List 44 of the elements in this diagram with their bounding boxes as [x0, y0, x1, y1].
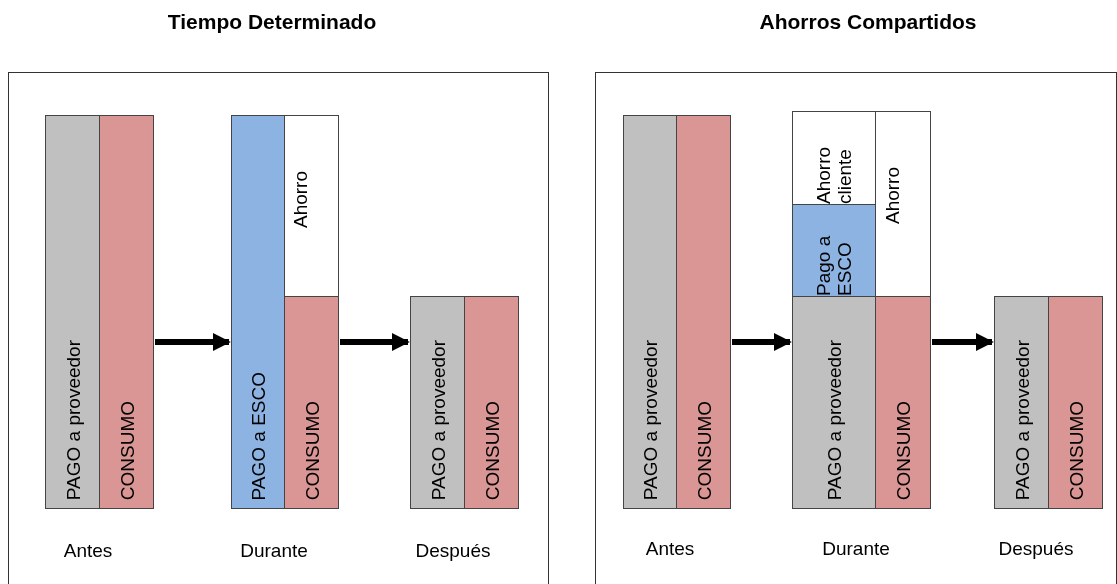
- esco-payment-bar: [792, 204, 876, 297]
- bar-label: CONSUMO: [1066, 400, 1087, 500]
- bar-label: PAGO a proveedor: [640, 339, 661, 500]
- savings-bar: [284, 115, 339, 297]
- bar-label: PAGO a proveedor: [1012, 339, 1033, 500]
- payment-bar: [994, 296, 1049, 509]
- consumption-bar: [875, 296, 931, 509]
- bar-label: CONSUMO: [117, 400, 138, 500]
- stage-label: Antes: [645, 538, 695, 560]
- arrow: [340, 333, 410, 351]
- bar-label: Ahorro: [882, 167, 904, 225]
- stage-label: Después: [415, 540, 491, 562]
- savings-bar: [792, 111, 876, 205]
- panel-title: Tiempo Determinado: [167, 10, 377, 34]
- panel-title: Ahorros Compartidos: [759, 10, 977, 34]
- bar-label: PAGO a proveedor: [824, 339, 845, 500]
- savings-bar: [875, 111, 931, 297]
- stage-label: Durante: [822, 538, 890, 560]
- consumption-bar: [464, 296, 519, 509]
- payment-bar: [45, 115, 100, 509]
- bar-label: CONSUMO: [893, 400, 914, 500]
- bar-label: PAGO a proveedor: [428, 339, 449, 500]
- bar-label: CONSUMO: [482, 400, 503, 500]
- stage-label: Después: [998, 538, 1074, 560]
- payment-bar: [410, 296, 465, 509]
- arrow: [732, 333, 792, 351]
- consumption-bar: [1048, 296, 1103, 509]
- arrow: [155, 333, 231, 351]
- bar-label: Pago a ESCO: [813, 234, 856, 296]
- esco-payment-bar: [231, 115, 285, 509]
- stage-label: Durante: [240, 540, 308, 562]
- payment-bar: [623, 115, 677, 509]
- bar-label: PAGO a proveedor: [63, 339, 84, 500]
- bar-label: PAGO a ESCO: [248, 371, 269, 500]
- arrow: [932, 333, 994, 351]
- bar-label: Ahorro: [290, 171, 312, 229]
- payment-bar: [792, 296, 876, 509]
- bar-label: CONSUMO: [694, 400, 715, 500]
- consumption-bar: [676, 115, 731, 509]
- bar-label: Ahorro cliente: [813, 145, 856, 204]
- bar-label: CONSUMO: [302, 400, 323, 500]
- consumption-bar: [99, 115, 154, 509]
- consumption-bar: [284, 296, 339, 509]
- stage-label: Antes: [63, 540, 113, 562]
